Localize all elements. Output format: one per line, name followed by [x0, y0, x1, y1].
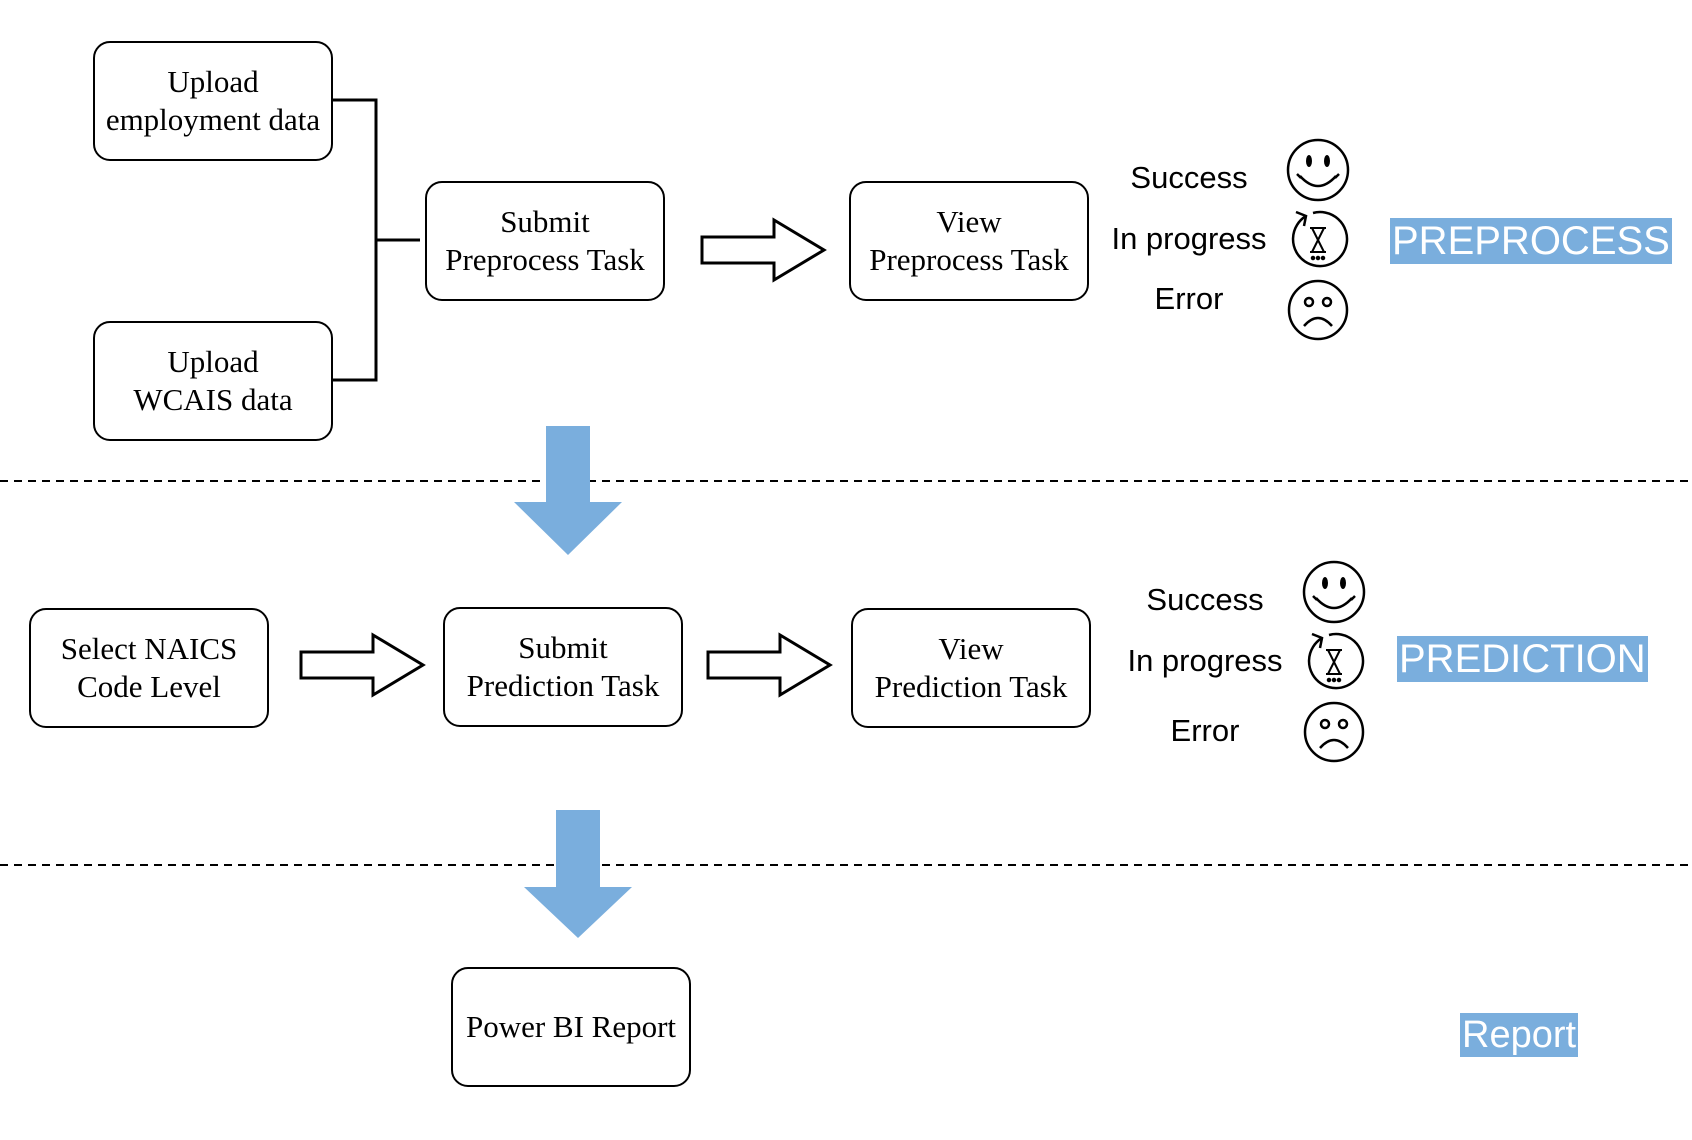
status-error-label: Error	[1170, 713, 1240, 748]
stage-arrow-down-2	[524, 810, 632, 938]
stage-tag-prediction: PREDICTION	[1397, 636, 1648, 682]
flow-arrow-preprocess	[700, 217, 827, 283]
hourglass-refresh-icon	[1307, 632, 1365, 690]
status-success-label: Success	[1146, 582, 1264, 617]
stage-arrow-down-1	[514, 426, 622, 555]
frown-face-icon	[1303, 701, 1365, 763]
smiley-face-icon	[1302, 560, 1366, 624]
power-bi-report-box: Power BI Report	[451, 967, 691, 1087]
upload-merge-connector	[333, 98, 420, 382]
flow-arrow-naics	[299, 632, 426, 698]
flow-arrow-prediction	[706, 632, 833, 698]
status-in-progress-label: In progress	[1111, 221, 1267, 256]
stage-tag-preprocess: PREPROCESS	[1390, 218, 1672, 264]
status-error-label: Error	[1154, 281, 1224, 316]
status-success-label: Success	[1130, 160, 1248, 195]
status-in-progress-label: In progress	[1127, 643, 1283, 678]
hourglass-refresh-icon	[1291, 210, 1349, 268]
smiley-face-icon	[1286, 138, 1350, 202]
stage-tag-report: Report	[1460, 1013, 1579, 1057]
frown-face-icon	[1287, 279, 1349, 341]
